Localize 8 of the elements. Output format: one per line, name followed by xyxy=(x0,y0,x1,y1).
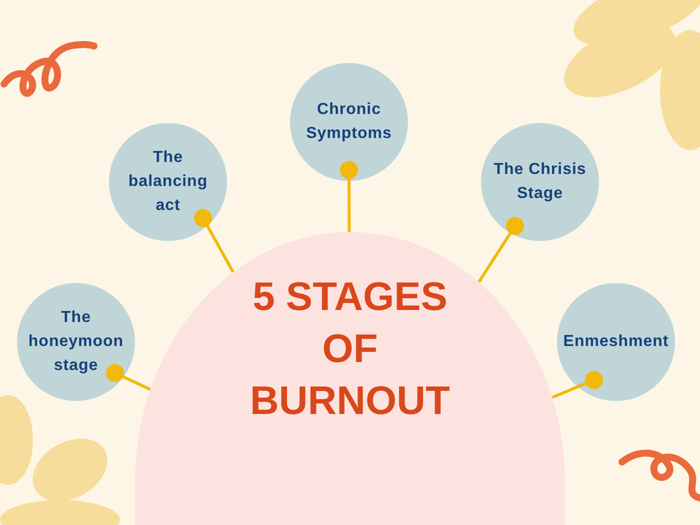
stage-label: The Chrisis Stage xyxy=(492,160,588,204)
title-text: 5 STAGES OF BURNOUT xyxy=(249,274,451,424)
connector-line xyxy=(340,161,358,232)
stage-label: The honeymoon stage xyxy=(27,308,125,376)
connector-line xyxy=(478,217,524,283)
stage-label: Enmeshment xyxy=(562,332,670,352)
stage-label: The balancing act xyxy=(127,148,209,216)
stage-label: Chronic Symptoms xyxy=(305,100,393,144)
